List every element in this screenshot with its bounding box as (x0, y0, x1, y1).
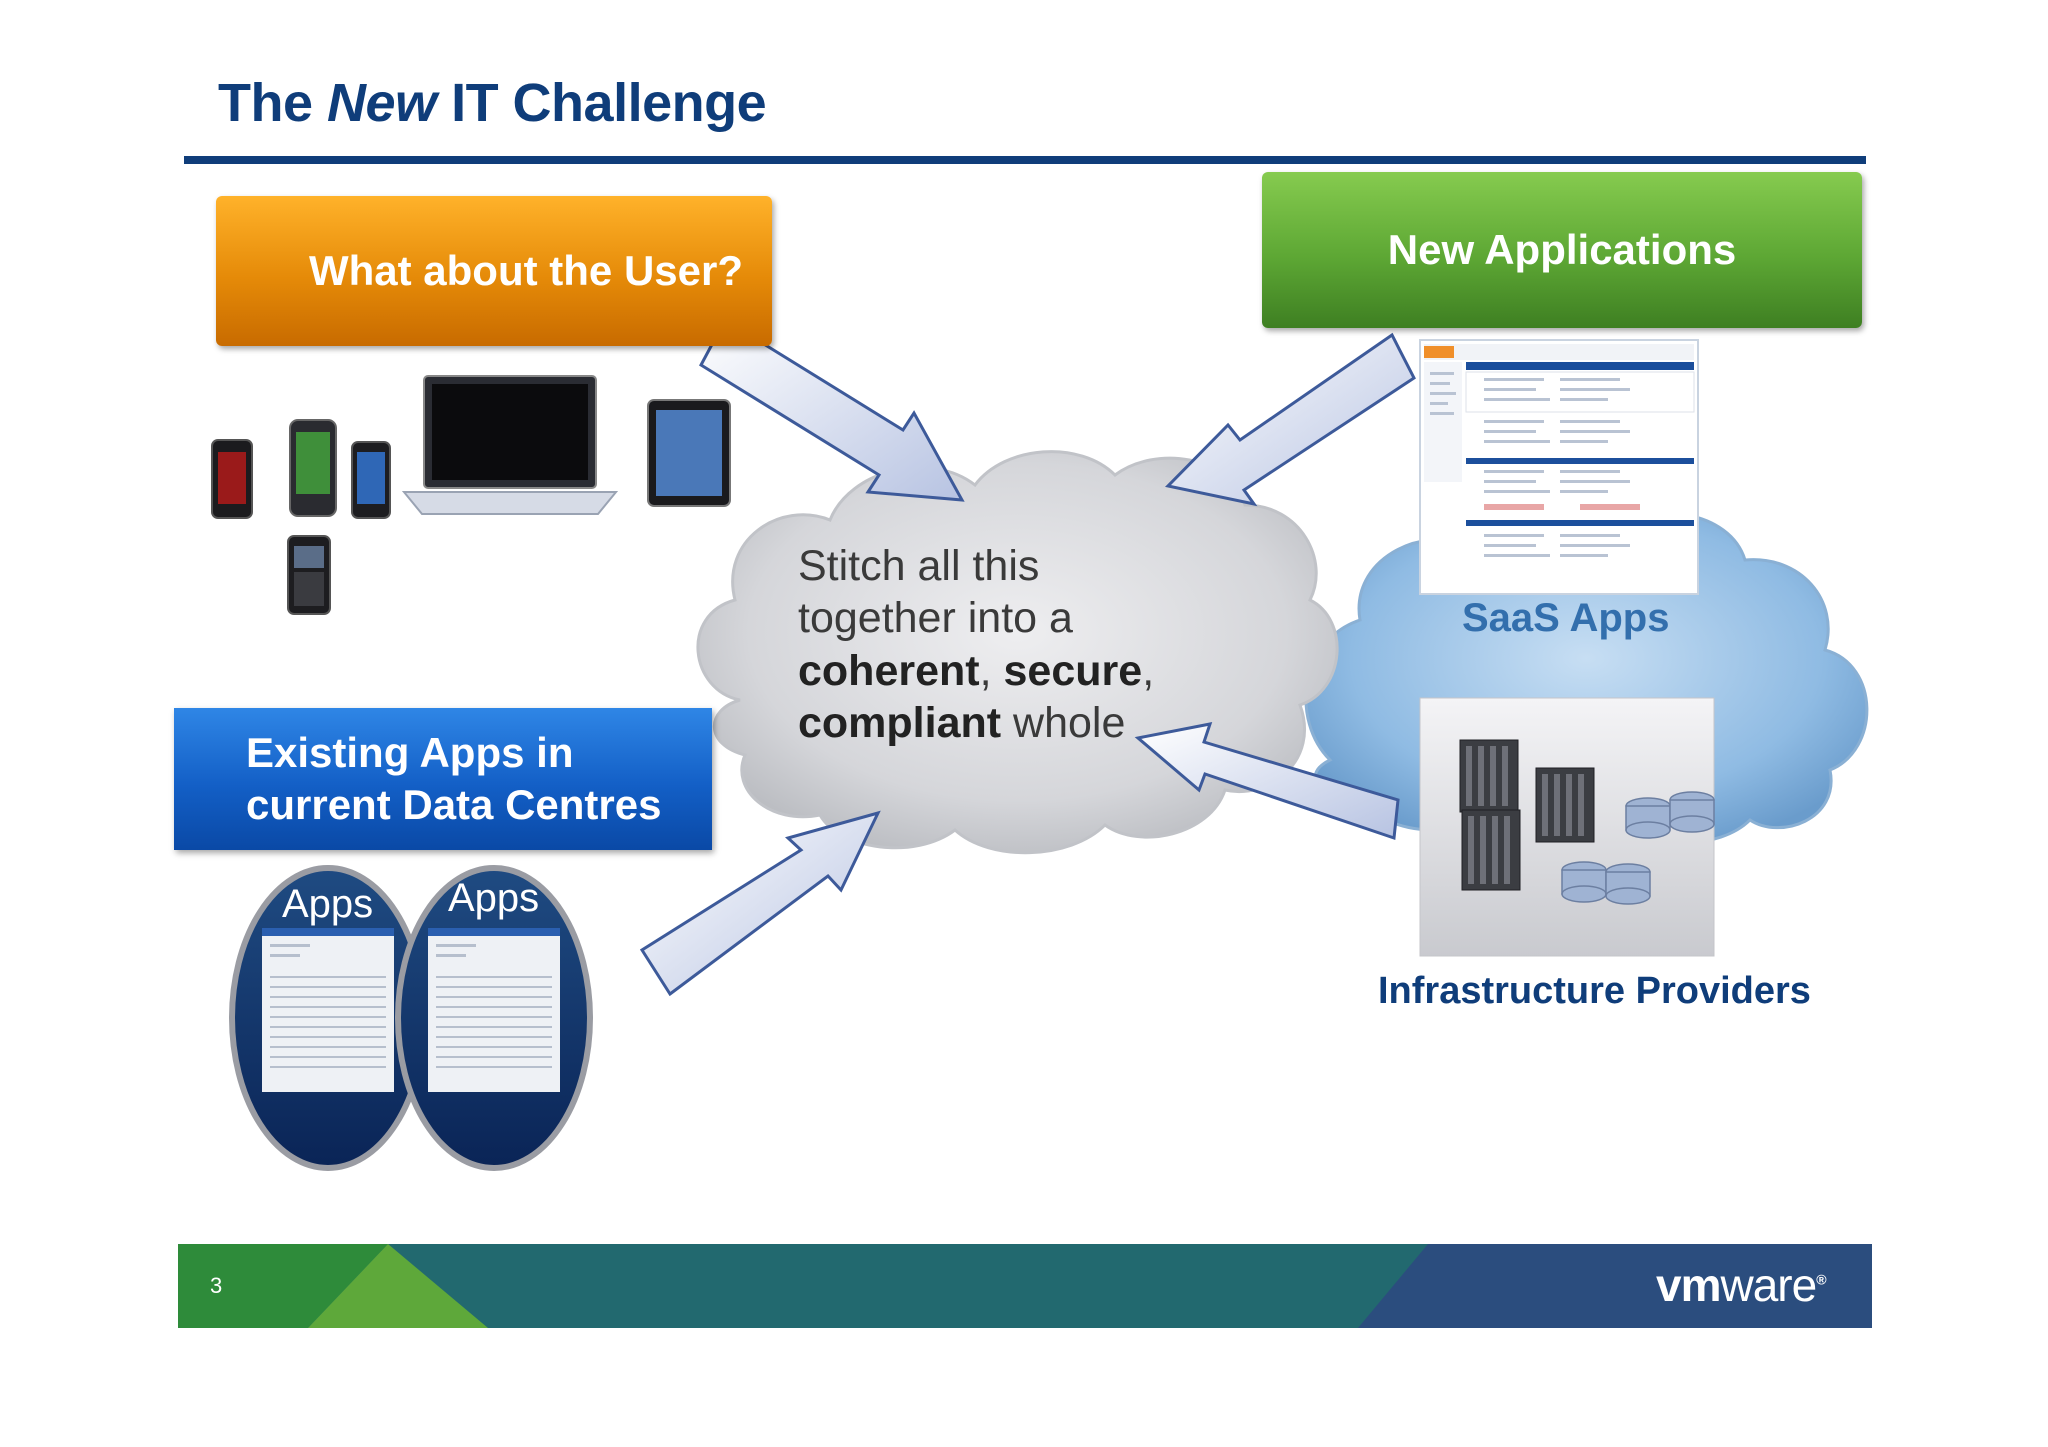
cloud-line2: together into a (798, 594, 1073, 643)
callout-new-applications: New Applications (1262, 172, 1862, 328)
title-emphasis: New (327, 73, 437, 133)
callout-existing-line2: current Data Centres (246, 781, 662, 828)
slide-title: The New IT Challenge (218, 72, 767, 134)
infrastructure-providers-label: Infrastructure Providers (1378, 970, 1811, 1012)
saas-apps-label: SaaS Apps (1462, 596, 1670, 640)
vmware-logo: vmware® (1656, 1258, 1827, 1312)
cloud-sep1: , (979, 646, 1004, 695)
arrow-newapps-to-cloud (1165, 332, 1416, 507)
logo-vm: vm (1656, 1259, 1721, 1311)
footer-band (178, 1244, 1872, 1328)
infrastructure-servers (1419, 697, 1715, 957)
cloud-word-compliant: compliant (798, 699, 1002, 748)
cloud-tail: whole (1001, 699, 1126, 748)
callout-existing-apps: Existing Apps in current Data Centres (174, 708, 712, 850)
callout-new-applications-label: New Applications (1387, 226, 1737, 273)
page-number: 3 (210, 1273, 223, 1298)
cloud-word-coherent: coherent (798, 646, 980, 695)
apps-label-2: Apps (448, 876, 540, 920)
cloud-line3: coherent, secure, (798, 645, 1218, 697)
arrow-existing-to-cloud (639, 810, 881, 997)
apps-label-1: Apps (282, 882, 374, 926)
cloud-message: Stitch all this together into a coherent… (798, 540, 1218, 750)
arrow-user-to-cloud (699, 317, 965, 502)
cloud-line4: compliant whole (798, 697, 1218, 749)
cloud-sep2: , (1142, 646, 1155, 695)
saas-screenshot (1419, 339, 1699, 595)
callout-user-label: What about the User? (308, 247, 743, 294)
title-post: IT Challenge (436, 73, 767, 133)
apps-oval-2 (395, 865, 593, 1171)
user-devices (211, 375, 731, 615)
logo-registered: ® (1816, 1271, 1826, 1288)
callout-existing-line1: Existing Apps in (246, 728, 574, 776)
title-pre: The (218, 73, 328, 133)
cloud-word-secure: secure (1003, 646, 1143, 695)
callout-user: What about the User? (216, 196, 772, 346)
cloud-line1: Stitch all this (798, 542, 1040, 590)
logo-ware: ware (1720, 1259, 1817, 1311)
title-divider (184, 156, 1866, 164)
apps-oval-1 (229, 865, 427, 1171)
arrow-infra-to-cloud (1134, 722, 1400, 841)
